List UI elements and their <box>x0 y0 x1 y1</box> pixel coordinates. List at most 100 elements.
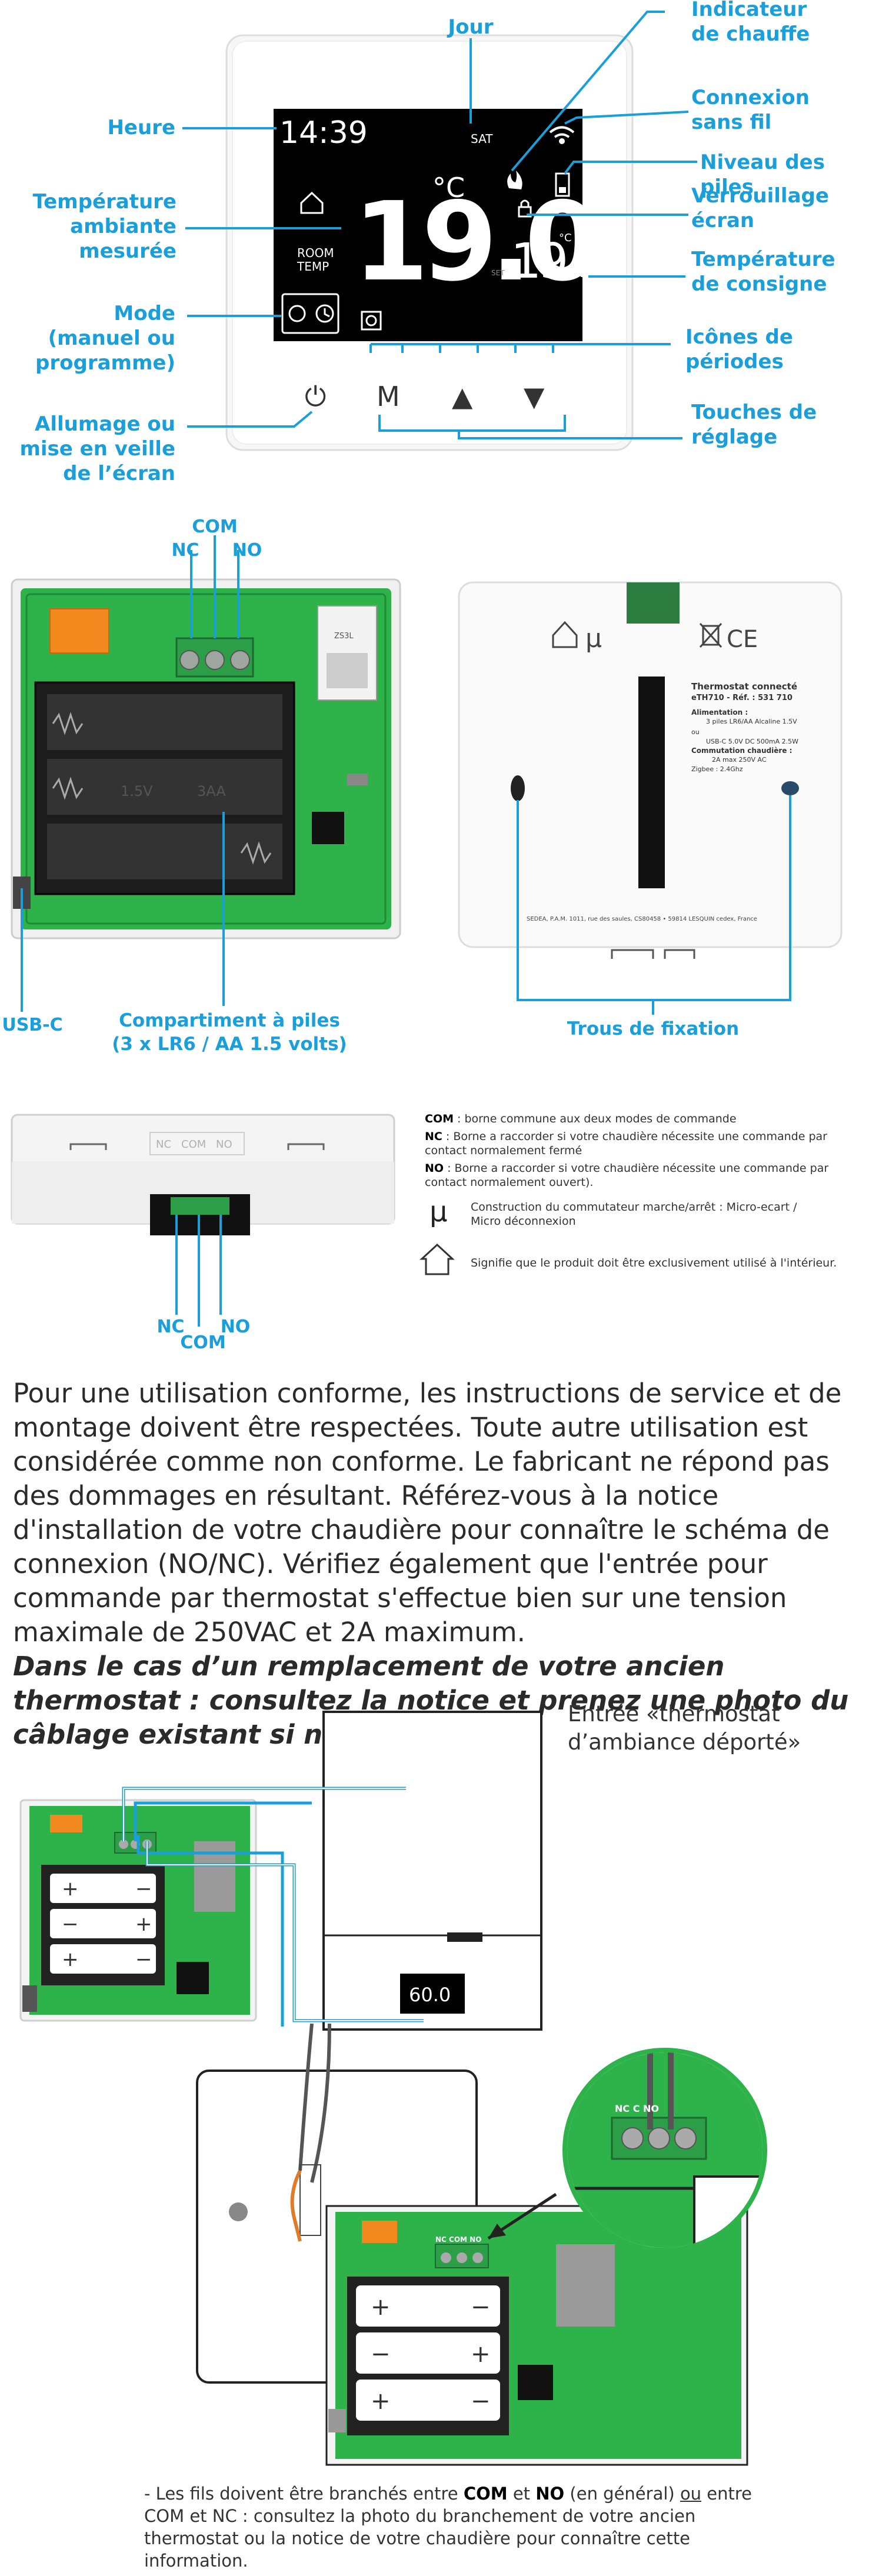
lcd-day: SAT <box>471 132 493 146</box>
board-label-com: COM <box>192 516 238 537</box>
house-symbol <box>552 621 578 648</box>
callout-indicateur: Indicateur de chauffe <box>691 0 868 46</box>
legend: COM : borne commune aux deux modes de co… <box>425 1112 872 1193</box>
callout-periodes-l2: périodes <box>685 350 784 374</box>
bottom-label-no: NO <box>220 1317 251 1337</box>
up-button[interactable]: ▲ <box>452 381 473 412</box>
lcd-clock: 14:39 <box>279 115 368 151</box>
back-alim-label: Alimentation : <box>691 708 748 717</box>
back-zigbee: Zigbee : 2.4Ghz <box>691 765 743 773</box>
callout-ambiante-l1: Température <box>32 190 177 214</box>
back-address: SEDEA, P.A.M. 1011, rue des saules, CS80… <box>527 916 757 922</box>
lock-icon <box>518 199 532 218</box>
note-rest: entre COM et NC : consultez la photo du … <box>144 2484 753 2571</box>
svg-text:+: + <box>135 1912 152 1936</box>
legend-nc: NC : Borne a raccorder si votre chaudièr… <box>425 1129 872 1158</box>
boiler-input-label: Entrée «thermostat d’ambiance déporté» <box>568 1700 801 1757</box>
back-commutation-label: Commutation chaudière : <box>691 747 792 755</box>
module-label: ZS3L <box>334 632 354 641</box>
note-mid: et <box>507 2484 536 2504</box>
mode-icons <box>281 293 339 334</box>
bottom-label-box <box>149 1132 245 1155</box>
flame-icon <box>507 171 522 189</box>
callout-jour: Jour <box>448 15 494 39</box>
boiler-display-value: 60.0 <box>409 1984 451 2006</box>
board-label-no: NO <box>232 540 262 561</box>
note-no: NO <box>535 2484 565 2504</box>
lcd-room-label-2: TEMP <box>297 259 329 274</box>
callout-allumage-l2: mise en veille <box>19 437 175 461</box>
lcd-room-label-1: ROOM <box>297 246 334 260</box>
legend-mu-symbol: µ <box>429 1195 448 1228</box>
back-product-title: Thermostat connecté <box>691 681 797 692</box>
down-button[interactable]: ▼ <box>524 381 545 412</box>
battery-label-2: 3AA <box>197 783 226 799</box>
wall-install-diagram: NC COM NO +− −+ +− NC C NO <box>196 2023 767 2466</box>
legend-mu-text: Construction du commutateur marche/arrêt… <box>471 1200 871 1228</box>
legend-mu-l2: Micro déconnexion <box>471 1215 576 1228</box>
legend-no-term: NO <box>425 1162 444 1175</box>
callout-verrou-l2: écran <box>691 209 755 232</box>
svg-text:−: − <box>135 1877 152 1901</box>
bottom-label-com: COM <box>180 1332 226 1353</box>
instructions-normal-text: Pour une utilisation conforme, les instr… <box>13 1378 842 1648</box>
back-alim-ou: ou <box>691 728 700 736</box>
battery-icon <box>555 172 570 197</box>
callout-allumage-l1: Allumage ou <box>35 412 175 436</box>
mounting-hole-right <box>781 781 799 795</box>
callout-touches-l2: réglage <box>691 425 778 449</box>
callout-touches-l1: Touches de <box>691 401 817 424</box>
relay-orange <box>49 608 109 654</box>
compartiment-l2: (3 x LR6 / AA 1.5 volts) <box>112 1034 347 1055</box>
bottom-label-nc: NC <box>157 1317 185 1337</box>
lcd-set-temp: 19.5 <box>511 234 604 289</box>
svg-text:−: − <box>471 2388 491 2415</box>
power-button[interactable]: ⏻ <box>305 381 326 412</box>
callout-piles: Niveau des piles <box>700 151 825 199</box>
back-alim-1: 3 piles LR6/AA Alcaline 1.5V <box>706 718 797 725</box>
svg-text:−: − <box>371 2341 391 2368</box>
svg-text:+: + <box>62 1877 79 1901</box>
period-icon <box>361 311 382 331</box>
board-label-usbc: USB-C <box>2 1015 63 1035</box>
instructions-paragraph: Pour une utilisation conforme, les instr… <box>13 1377 866 1752</box>
boiler-label-l1: Entrée «thermostat <box>568 1701 780 1727</box>
callout-periodes: Icônes de périodes <box>685 325 862 374</box>
weee-icon <box>699 622 722 648</box>
back-mu: µ <box>585 624 602 654</box>
install-terminal-labels: NC COM NO <box>435 2235 481 2244</box>
svg-text:+: + <box>371 2388 391 2415</box>
callout-touches: Touches de réglage <box>691 400 868 449</box>
board-label-nc: NC <box>171 540 199 561</box>
svg-text:−: − <box>471 2294 491 2321</box>
boiler-label-l2: d’ambiance déporté» <box>568 1729 801 1755</box>
callout-allumage-l3: de l’écran <box>63 462 175 485</box>
mode-button[interactable]: M <box>377 381 400 412</box>
callout-connexion: Connexion sans fil <box>691 85 868 135</box>
bottom-view-illustration: NC COM NO <box>11 1114 395 1327</box>
callout-mode-l2: (manuel ou <box>48 326 175 350</box>
back-ce: CE <box>727 626 758 653</box>
back-alim-2: USB-C 5.0V DC 500mA 2.5W <box>706 738 798 745</box>
lcd-room-temp: 19.0 <box>353 178 595 305</box>
legend-nc-term: NC <box>425 1130 442 1143</box>
callout-temp-ambiante: Température ambiante mesurée <box>12 189 177 264</box>
svg-text:+: + <box>471 2341 491 2368</box>
svg-text:−: − <box>62 1912 79 1936</box>
lcd-set-unit: °C <box>559 232 572 244</box>
callout-temp-consigne: Température de consigne <box>691 247 874 296</box>
legend-nc-text: : Borne a raccorder si votre chaudière n… <box>425 1130 827 1157</box>
mounting-hole-left <box>511 775 525 801</box>
callout-heure: Heure <box>107 116 175 139</box>
callout-connexion-l1: Connexion <box>691 86 810 109</box>
bottom-box-com: COM <box>181 1138 206 1151</box>
svg-text:−: − <box>135 1948 152 1971</box>
legend-no-text: : Borne a raccorder si votre chaudière n… <box>425 1162 829 1189</box>
bottom-box-nc: NC <box>156 1138 171 1151</box>
wifi-icon <box>549 126 575 144</box>
legend-com: COM : borne commune aux deux modes de co… <box>425 1112 872 1126</box>
legend-house-text: Signifie que le produit doit être exclus… <box>471 1257 837 1269</box>
callout-ambiante-l3: mesurée <box>79 239 177 263</box>
callout-indicateur-l1: Indicateur <box>691 0 807 21</box>
callout-consigne-l1: Température <box>691 248 835 271</box>
